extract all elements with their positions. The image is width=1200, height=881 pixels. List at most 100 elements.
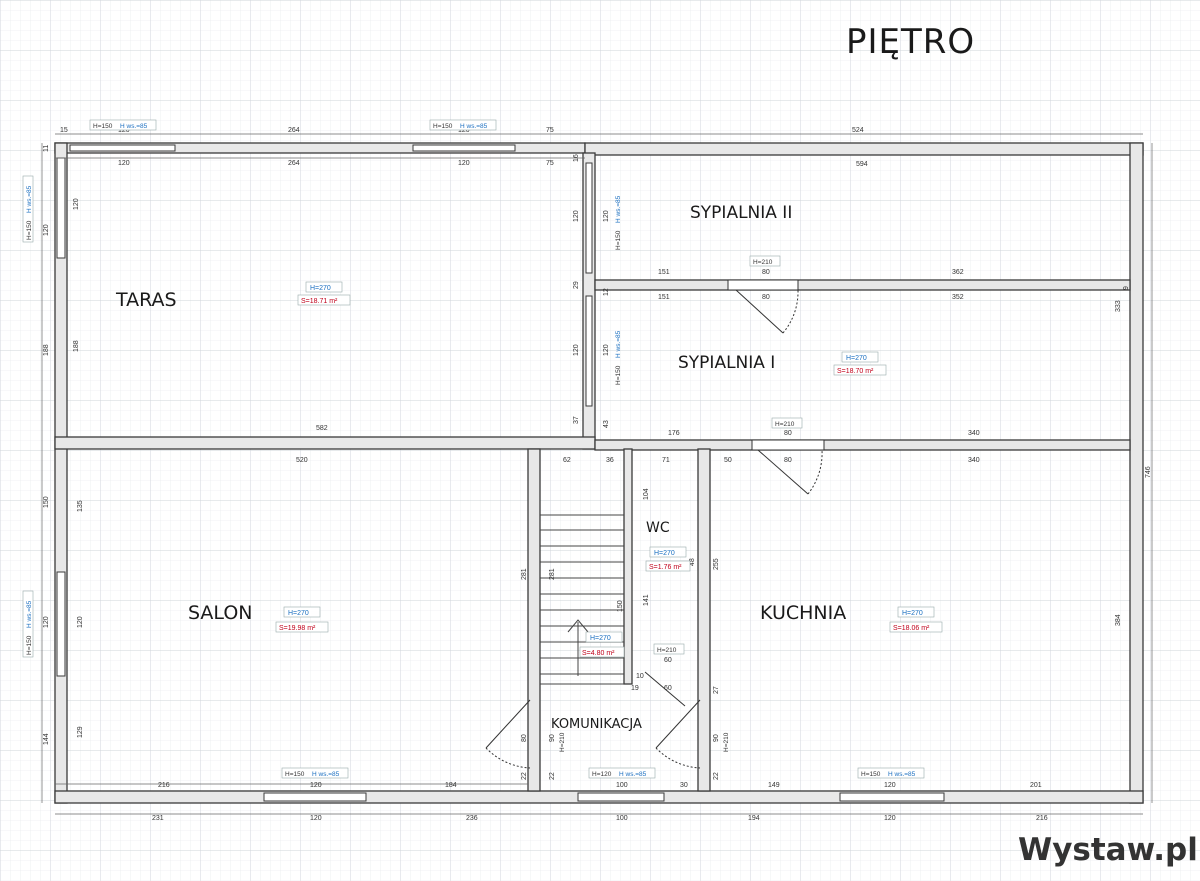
room-name-sypialnia-ii: SYPIALNIA II: [690, 203, 792, 223]
window-tag-bot-2: H=120 H ws.=85: [588, 767, 656, 779]
svg-text:H=270: H=270: [310, 285, 331, 292]
dim: 9: [1123, 286, 1130, 290]
dim: 582: [316, 425, 328, 432]
svg-text:H=270: H=270: [902, 610, 923, 617]
dim: 524: [852, 127, 864, 134]
dim: 362: [952, 269, 964, 276]
window-tag-top-1: H=150 H ws.=85: [89, 119, 157, 131]
window-tag-left-1: H=150 H ws.=85: [22, 175, 34, 243]
dim: 60: [664, 657, 672, 664]
dim: 184: [445, 782, 457, 789]
dim: 120: [458, 127, 470, 134]
door-swing-kom2: [655, 747, 701, 769]
svg-text:S=18.06 m²: S=18.06 m²: [893, 625, 930, 632]
dim: 216: [1036, 815, 1048, 822]
dim: 100: [616, 815, 628, 822]
dim: 80: [521, 734, 528, 742]
dim: 62: [563, 457, 571, 464]
dim: 37: [573, 416, 580, 424]
svg-text:H=270: H=270: [846, 355, 867, 362]
dim: 29: [573, 281, 580, 289]
window-tag-top-2: H=150 H ws.=85: [429, 119, 497, 131]
dim: 22: [521, 772, 528, 780]
window-bot-1: [263, 792, 367, 802]
dim: 120: [603, 210, 610, 222]
svg-text:S=18.71 m²: S=18.71 m²: [301, 298, 338, 305]
svg-text:H=150: H=150: [433, 123, 453, 130]
dim: 151: [658, 269, 670, 276]
dim: 90: [713, 734, 720, 742]
dim: 80: [784, 430, 792, 437]
dim: 48: [689, 558, 696, 566]
dim: 188: [43, 344, 50, 356]
svg-text:H ws.=85: H ws.=85: [120, 123, 148, 130]
room-info-kuchnia: H=270 S=18.06 m²: [889, 606, 943, 633]
svg-text:S=19.98 m²: S=19.98 m²: [279, 625, 316, 632]
room-labels: TARAS SYPIALNIA II SYPIALNIA I SALON WC …: [115, 203, 846, 732]
dim: 141: [643, 594, 650, 606]
dim: 281: [521, 568, 528, 580]
dimension-text: 15 120 264 120 75 524 120 264 120 75 594…: [43, 127, 1152, 822]
dim: 30: [680, 782, 688, 789]
svg-text:H ws.=85: H ws.=85: [619, 771, 647, 778]
page-title: PIĘTRO: [846, 22, 976, 62]
svg-text:H ws.=85: H ws.=85: [615, 330, 622, 358]
watermark-logo: Wystaw.pl: [1018, 832, 1198, 868]
svg-text:H=150: H=150: [93, 123, 113, 130]
window-top-1: [69, 144, 176, 152]
dim: 216: [158, 782, 170, 789]
dim: 120: [118, 160, 130, 167]
room-name-taras: TARAS: [115, 289, 177, 311]
window-left-1: [56, 157, 66, 259]
window-left-2: [56, 571, 66, 677]
dim: 43: [603, 420, 610, 428]
dim: 236: [466, 815, 478, 822]
dim: 10: [636, 673, 644, 680]
dim: 22: [713, 772, 720, 780]
dim: 201: [1030, 782, 1042, 789]
door-tag-syp: H=210: [753, 259, 773, 266]
stairs: [540, 514, 624, 685]
dim: 27: [713, 686, 720, 694]
svg-text:H=150: H=150: [615, 230, 622, 250]
svg-text:H ws.=85: H ws.=85: [26, 185, 33, 213]
dim: 75: [546, 160, 554, 167]
dim: 75: [546, 127, 554, 134]
door-tag-wc: H=210: [657, 647, 677, 654]
dim: 120: [603, 344, 610, 356]
dim: 150: [43, 496, 50, 508]
room-info-sypialnia-i: H=270 S=18.70 m²: [833, 351, 887, 376]
dim: 60: [664, 685, 672, 692]
windows: [56, 144, 945, 802]
dim: 15: [60, 127, 68, 134]
dim: 594: [856, 161, 868, 168]
room-name-wc: WC: [646, 520, 670, 536]
wall-syp1-bottom: [594, 439, 1131, 451]
dim: 264: [288, 127, 300, 134]
dim: 22: [549, 772, 556, 780]
dim: 520: [296, 457, 308, 464]
window-bot-3: [839, 792, 945, 802]
wall-top-bedrooms: [584, 142, 1144, 156]
door-leaf-kuch: [757, 449, 809, 495]
door-tag-kom2: H=210: [723, 732, 730, 752]
dim: 120: [310, 782, 322, 789]
window-tags: H=150 H ws.=85 H=150 H ws.=85 H=150 H ws…: [22, 119, 925, 779]
dim: 129: [77, 726, 84, 738]
svg-text:H=150: H=150: [861, 771, 881, 778]
dim: 120: [573, 210, 580, 222]
svg-text:H=270: H=270: [590, 635, 611, 642]
room-info-komunikacja: H=270 S=4.80 m²: [579, 631, 625, 658]
window-bot-2: [577, 792, 665, 802]
dimension-lines: [41, 133, 1153, 815]
svg-text:H=150: H=150: [615, 365, 622, 385]
svg-text:H ws.=85: H ws.=85: [888, 771, 916, 778]
svg-text:H=150: H=150: [26, 635, 33, 655]
window-tag-bot-3: H=150 H ws.=85: [857, 767, 925, 779]
door-gap-syp: [727, 279, 799, 291]
dim: 264: [288, 160, 300, 167]
room-info-taras: H=270 S=18.71 m²: [297, 281, 351, 306]
dim: 255: [713, 558, 720, 570]
svg-text:H=150: H=150: [26, 220, 33, 240]
